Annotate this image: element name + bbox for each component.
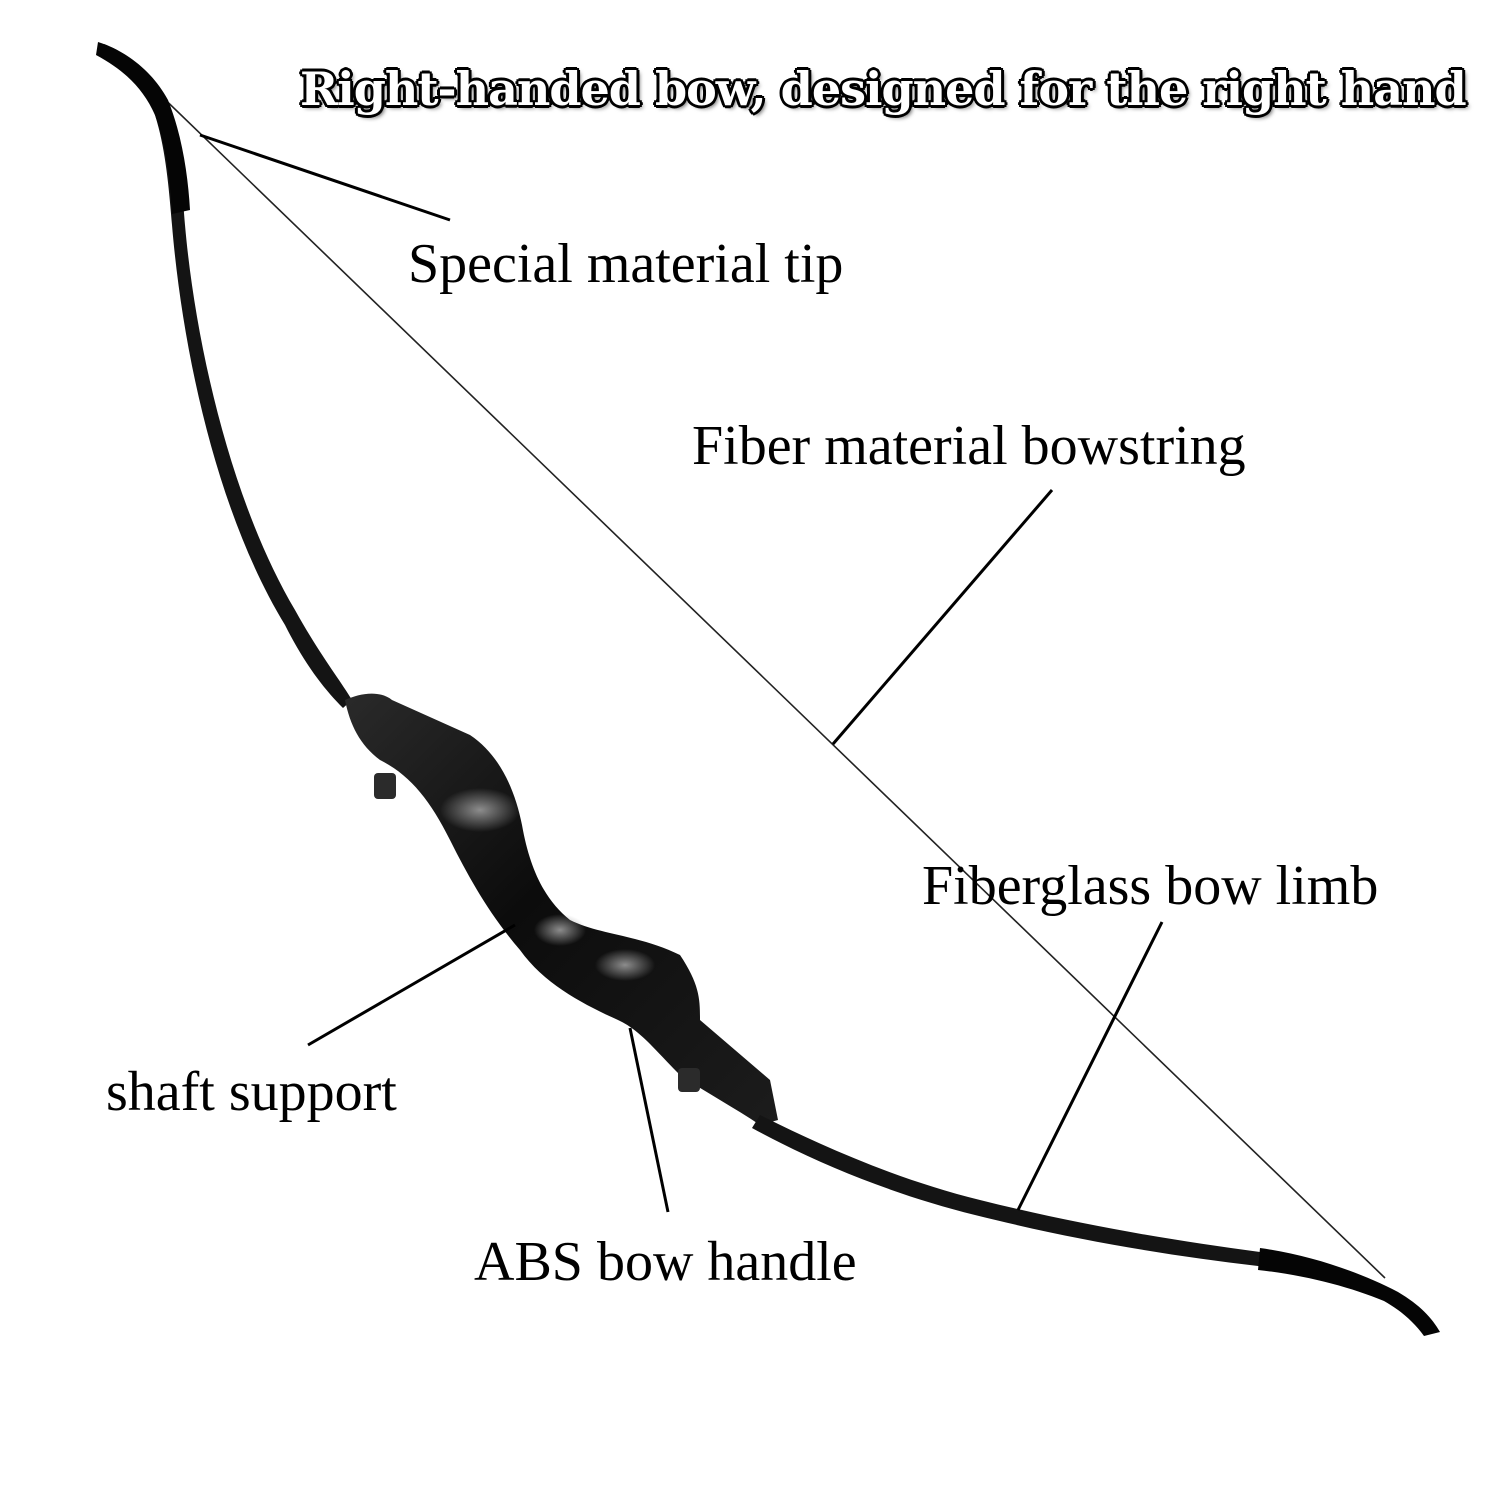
lower-limb — [752, 1115, 1436, 1334]
leader-handle — [628, 1027, 670, 1213]
leader-tip — [199, 133, 451, 222]
lower-limb-bolt — [678, 1068, 700, 1092]
bowstring — [149, 84, 1386, 1279]
riser-highlight — [440, 788, 520, 832]
diagram-title: Right-handed bow, designed for the right… — [299, 61, 1468, 117]
riser — [345, 693, 778, 1125]
leader-bowstring — [831, 489, 1054, 745]
label-fiber-material-bowstring: Fiber material bowstring — [692, 415, 1246, 477]
upper-limb-bolt — [374, 773, 396, 799]
upper-tip-sleeve — [96, 42, 190, 214]
label-fiberglass-bow-limb: Fiberglass bow limb — [922, 855, 1379, 917]
label-abs-bow-handle: ABS bow handle — [474, 1231, 857, 1293]
lower-tip-sleeve — [1258, 1248, 1440, 1336]
grip-highlight-2 — [595, 949, 655, 981]
grip-highlight — [534, 914, 586, 946]
leader-shaft-support — [307, 923, 516, 1047]
label-shaft-support: shaft support — [106, 1061, 397, 1123]
label-special-material-tip: Special material tip — [408, 233, 844, 295]
leader-limb — [1016, 921, 1164, 1211]
